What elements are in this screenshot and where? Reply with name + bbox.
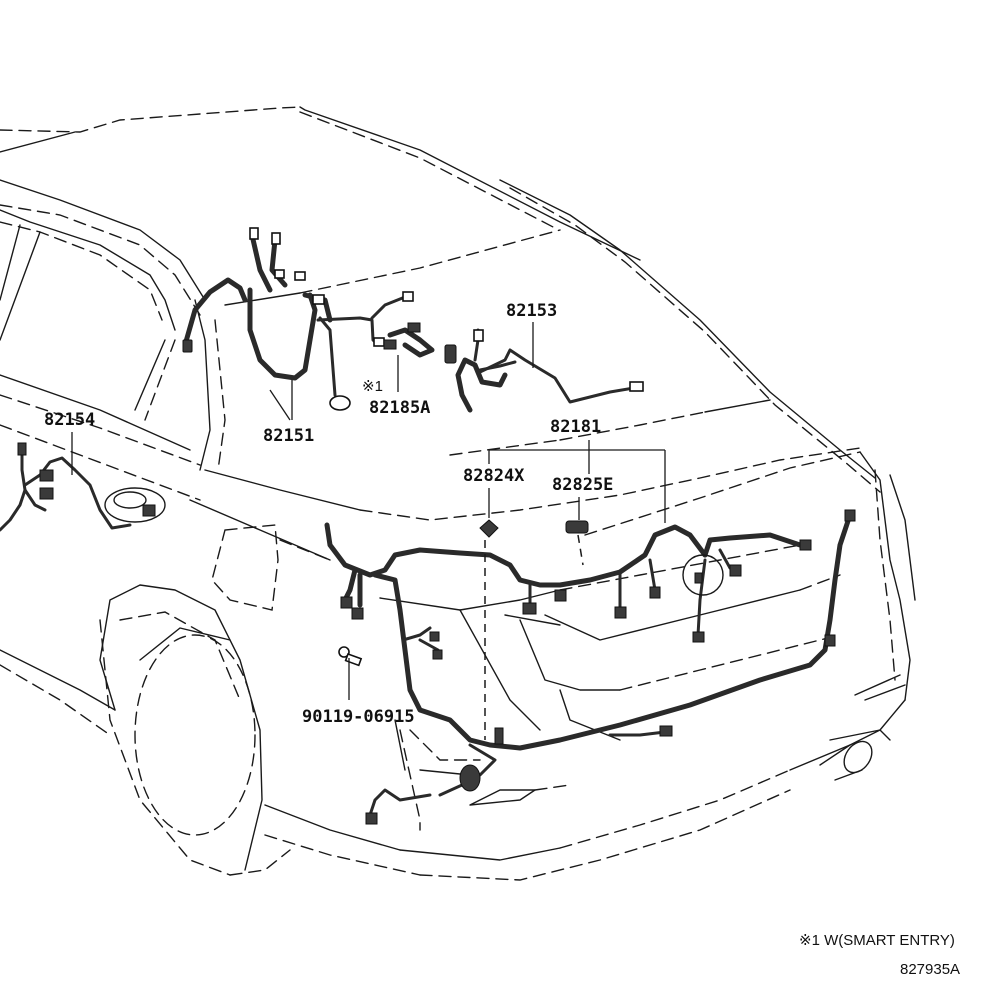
- connector: [312, 294, 325, 305]
- bolt-90119-06915[interactable]: [338, 646, 363, 667]
- label-82151: 82151: [263, 426, 314, 446]
- connector: [692, 631, 705, 643]
- label-82153: 82153: [506, 301, 557, 321]
- connector: [473, 329, 484, 342]
- clip-82825E[interactable]: [565, 520, 589, 534]
- label-82824X: 82824X: [463, 466, 525, 486]
- connector: [383, 339, 397, 350]
- connector: [799, 539, 812, 551]
- connector: [340, 596, 353, 609]
- grommet: [459, 764, 481, 792]
- connector: [274, 269, 285, 279]
- label-82825E: 82825E: [552, 475, 613, 495]
- harness-82153[interactable]: [444, 328, 644, 413]
- figure-id: 827935A: [900, 961, 960, 978]
- harness-82151[interactable]: [182, 227, 414, 411]
- label-82185A: 82185A: [369, 398, 430, 418]
- connector: [522, 602, 537, 615]
- connector: [407, 322, 421, 333]
- label-90119-06915: 90119-06915: [302, 707, 415, 727]
- connector: [554, 589, 567, 602]
- part-82185A[interactable]: [383, 322, 435, 358]
- connector: [694, 572, 703, 584]
- footnote-smart-entry: ※1 W(SMART ENTRY): [799, 932, 955, 949]
- leader-lines: [71, 322, 666, 740]
- connector: [432, 649, 443, 660]
- connector: [844, 509, 856, 522]
- connector: [142, 504, 156, 517]
- connector: [659, 725, 673, 737]
- connector: [373, 337, 385, 347]
- connector: [17, 442, 27, 456]
- connector: [365, 812, 378, 825]
- connector: [614, 606, 627, 619]
- lamp-socket: [682, 554, 724, 596]
- connector: [271, 232, 281, 245]
- connector: [294, 271, 306, 281]
- connector: [351, 607, 364, 620]
- connector: [729, 564, 742, 577]
- clip-82824X[interactable]: [479, 519, 499, 538]
- label-82181: 82181: [550, 417, 601, 437]
- connector: [629, 381, 644, 392]
- connector: [402, 291, 414, 302]
- connector: [649, 586, 661, 599]
- connector: [329, 395, 351, 411]
- connector: [444, 344, 457, 364]
- connector: [494, 727, 504, 745]
- connector: [39, 487, 54, 500]
- connector: [39, 469, 54, 482]
- connector: [249, 227, 259, 240]
- connector: [824, 634, 836, 647]
- connector: [182, 339, 193, 353]
- harness-82181[interactable]: [324, 509, 856, 825]
- smart-entry-mark: ※1: [362, 378, 383, 395]
- harness-82154[interactable]: [0, 442, 166, 532]
- label-82154: 82154: [44, 410, 95, 430]
- car-body-outline: [0, 106, 916, 881]
- connector: [429, 631, 440, 642]
